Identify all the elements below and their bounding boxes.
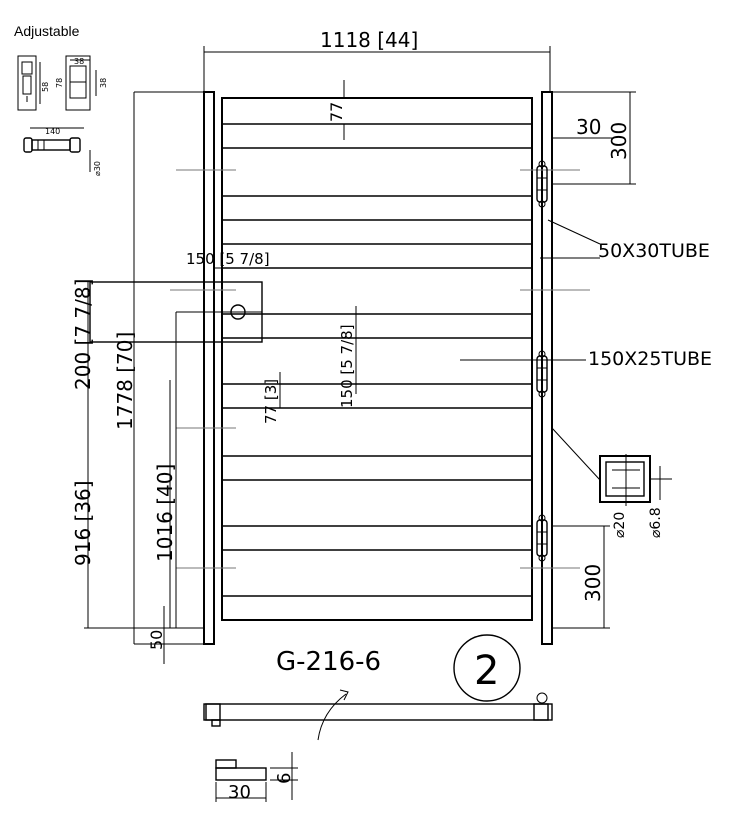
gate-slats: [222, 123, 532, 597]
bottom-hinge-height-label: 300: [581, 564, 605, 602]
drawing-id-label: G-216-6: [276, 647, 381, 677]
latch-height-ground-dimension: 916 [36]: [71, 480, 204, 629]
leader-arrow: [317, 693, 347, 741]
post-center-lines: [170, 169, 590, 569]
adjustable-bolt-detail: 140 ⌀30: [23, 127, 102, 176]
inner-frame: [221, 97, 533, 621]
adjustable-bracket-detail: 58 78 38 38: [17, 55, 108, 111]
adjustable-title: Adjustable: [14, 23, 80, 39]
ground-clearance-label: 50: [147, 630, 166, 650]
tube-section-detail: ⌀20 ⌀6.8: [551, 427, 672, 538]
overall-height-label: 1778 [70]: [113, 332, 137, 430]
latch-box: [89, 281, 263, 628]
rail-tube-label: 150X25TUBE: [588, 348, 712, 370]
bracket-38a-label: 38: [74, 57, 84, 66]
hinge-offset-label: 30: [576, 115, 601, 139]
latch-height-inner-dimension: 1016 [40]: [153, 380, 177, 628]
overall-width-dimension: 1118 [44]: [203, 28, 551, 92]
gate-plan-view: [203, 692, 553, 727]
bracket-width-label: 30: [228, 782, 251, 803]
bracket-section-detail: 30 6: [215, 752, 298, 803]
latch-height-outer-dimension: 200 [7 7/8]: [71, 279, 95, 628]
left-post: [203, 91, 215, 645]
rail-spacing-dimension: 150 [5 7/8]: [338, 306, 357, 408]
hinge-top: [536, 160, 548, 208]
latch-height-ground-label: 916 [36]: [71, 480, 95, 566]
gate-frame: [133, 91, 636, 645]
latch-height-outer-label: 200 [7 7/8]: [71, 279, 95, 390]
latch-width-label: 150 [5 7/8]: [186, 250, 270, 268]
bolt-length-label: 140: [45, 127, 60, 136]
hole-dia-label: ⌀6.8: [648, 507, 664, 538]
pin-dia-label: ⌀20: [612, 512, 628, 538]
sheet-number-label: 2: [474, 648, 499, 694]
latch-height-inner-label: 1016 [40]: [153, 464, 177, 562]
sheet-number-badge: 2: [453, 634, 521, 702]
ground-clearance-dimension: 50: [134, 606, 210, 664]
hinge-middle: [536, 350, 548, 398]
top-gap-label: 77: [327, 102, 346, 122]
hinge-bottom: [536, 514, 548, 562]
slat-gap-label: 77 [3]: [262, 379, 280, 424]
bolt-dia-label: ⌀30: [93, 161, 102, 176]
rail-tube-callout: 150X25TUBE: [460, 348, 712, 370]
bracket-thickness-label: 6: [274, 773, 295, 784]
rail-spacing-label: 150 [5 7/8]: [338, 324, 356, 408]
bottom-hinge-dimension: 300: [552, 525, 610, 629]
overall-height-dimension: 1778 [70]: [113, 92, 137, 644]
top-hinge-height-label: 300: [607, 122, 631, 160]
slat-gap-dimension: 77 [3]: [262, 372, 281, 424]
bracket-58-label: 58: [41, 82, 50, 92]
latch-width-dimension: 150 [5 7/8]: [186, 250, 292, 269]
top-gap-dimension: 77: [327, 80, 346, 140]
post-tube-callout: 50X30TUBE: [540, 219, 710, 262]
top-hinge-dimensions: 30 300: [552, 92, 636, 185]
bracket-78-label: 78: [55, 78, 64, 88]
post-tube-label: 50X30TUBE: [598, 240, 710, 262]
overall-width-label: 1118 [44]: [320, 28, 418, 52]
bracket-38b-label: 38: [99, 78, 108, 88]
